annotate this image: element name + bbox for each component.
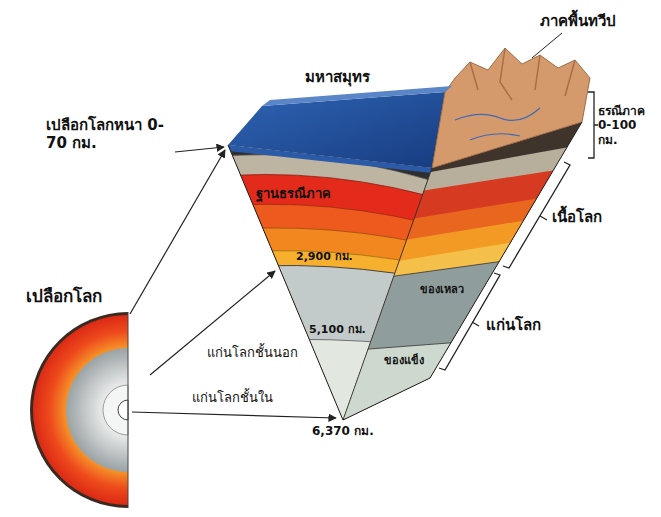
- outer-core-label: แก่นโลกชั้นนอก: [205, 345, 300, 361]
- crust-label: เปลือกโลก: [26, 286, 102, 306]
- depth-label: 6,370 กม.: [312, 424, 374, 438]
- mantle-label: เนื้อโลก: [552, 208, 602, 226]
- inner-core-label: แก่นโลกชั้นใน: [190, 390, 275, 406]
- depth-label: 2,900 กม.: [296, 250, 353, 263]
- depth-label: 5,100 กม.: [309, 323, 366, 336]
- continent-label: ภาคพื้นทวีป: [540, 12, 616, 30]
- crust-thickness-label: เปลือกโลกหนา 0-70 กม.: [46, 116, 168, 152]
- core-label: แก่นโลก: [486, 316, 541, 334]
- solid-label: ของแข็ง: [384, 354, 424, 367]
- ocean-label: มหาสมุทร: [305, 68, 370, 86]
- lithosphere-label: ธรณีภาค 0-100 กม.: [598, 104, 656, 147]
- asthenosphere-label: ฐานธรณีภาค: [256, 186, 331, 202]
- liquid-label: ของเหลว: [420, 283, 464, 296]
